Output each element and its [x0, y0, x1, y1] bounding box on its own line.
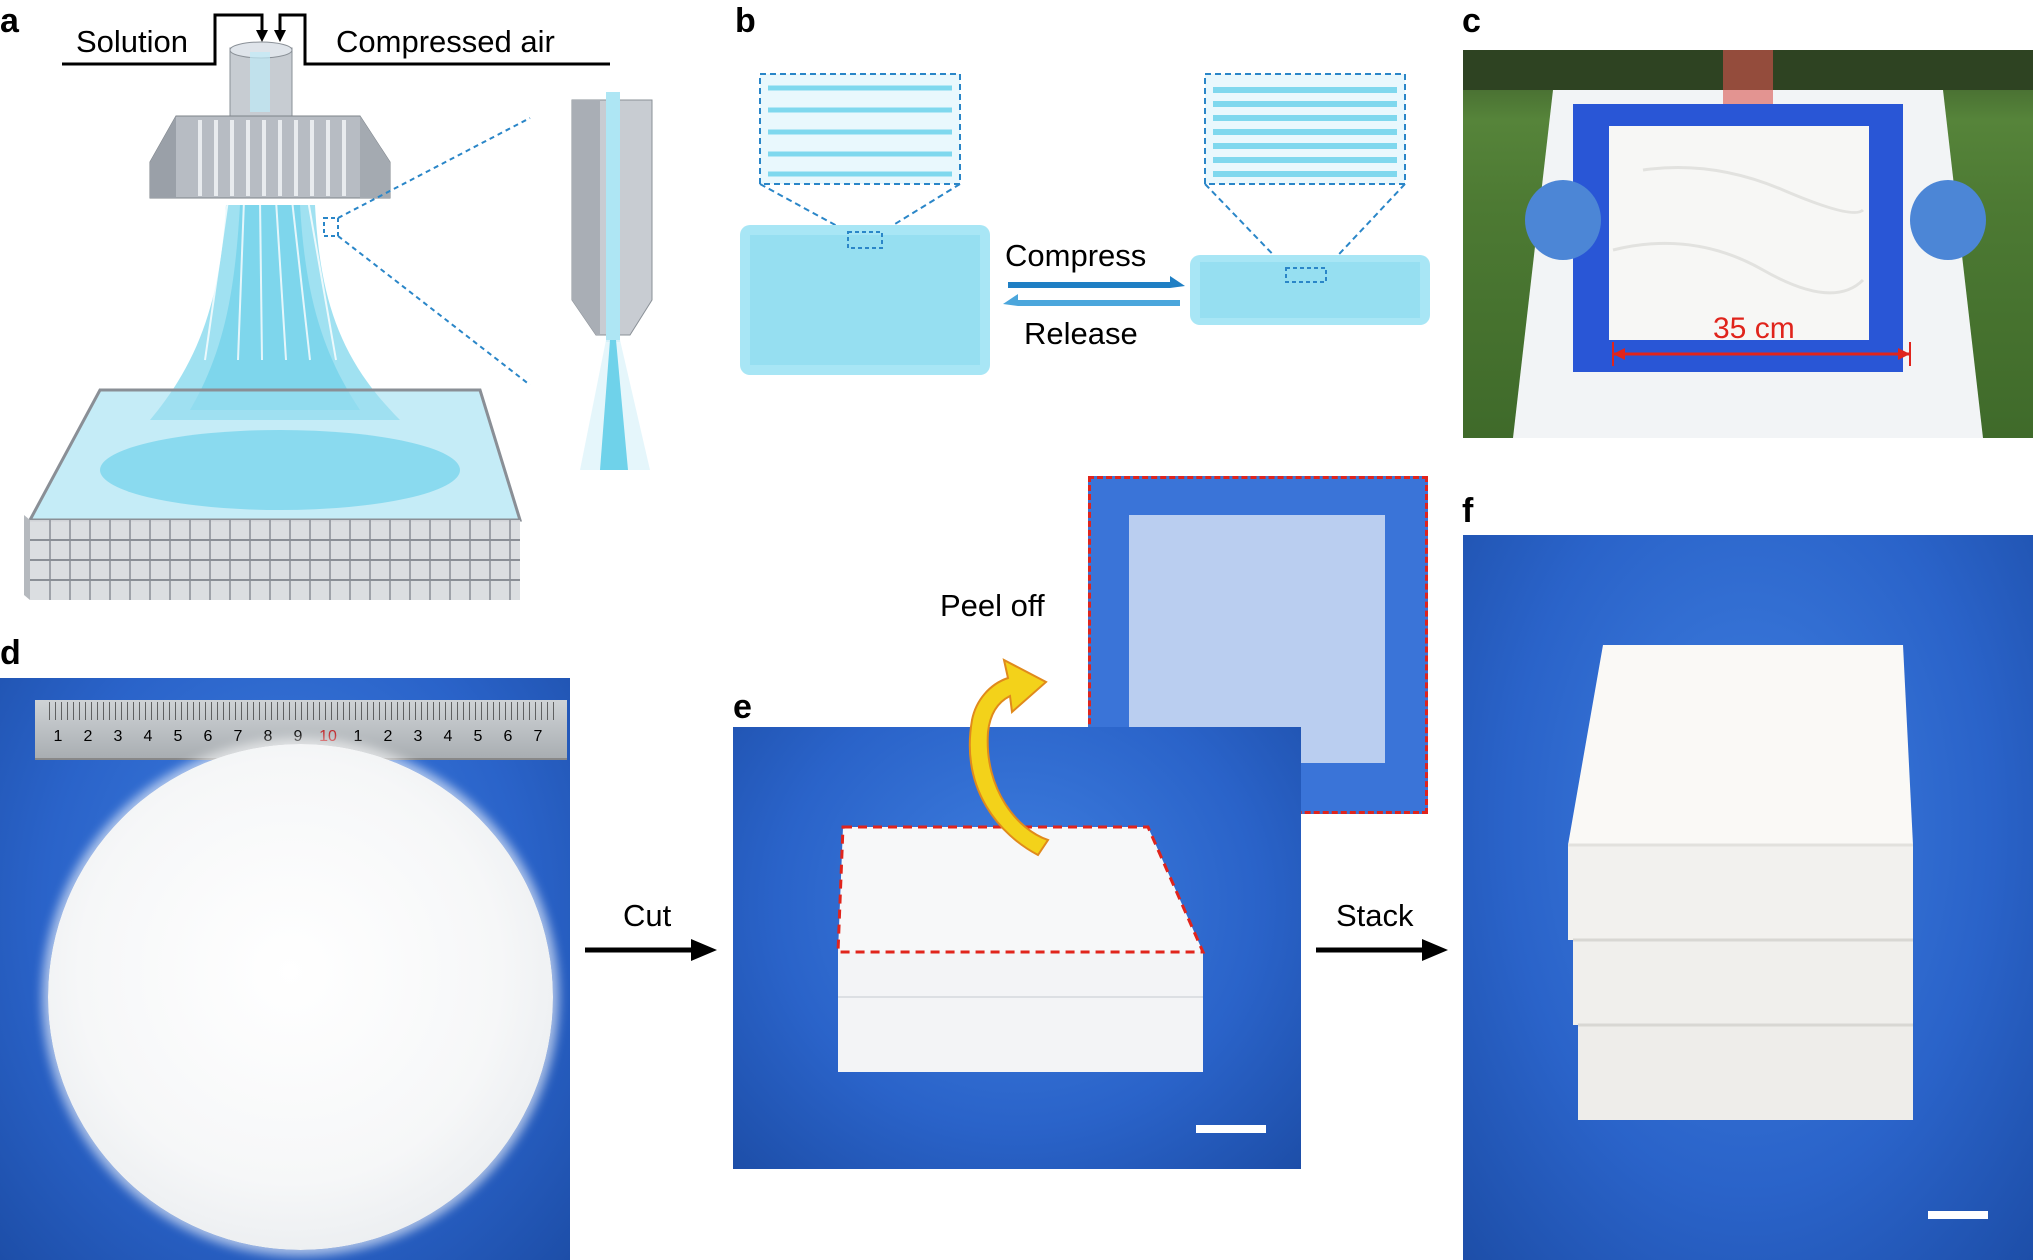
ruler-tick: 1	[53, 728, 63, 745]
ruler-tick: 4	[143, 728, 153, 745]
peeled-layer	[1129, 515, 1385, 763]
compress-label: Compress	[1005, 238, 1147, 273]
peel-arrow-icon	[968, 658, 1050, 857]
lab-coat-photo	[1463, 50, 2033, 438]
sponge-disk-photo: 1 2 3 4 5 6 7 8 9 10 1 2 3 4 5 6 7	[0, 678, 570, 1260]
solution-label: Solution	[76, 24, 189, 59]
ruler-tick: 3	[113, 728, 123, 745]
ruler-tick: 6	[503, 728, 513, 745]
ruler: 1 2 3 4 5 6 7 8 9 10 1 2 3 4 5 6 7	[35, 700, 567, 760]
panel-label-b: b	[735, 2, 756, 40]
compressed-air-label: Compressed air	[336, 24, 555, 59]
stack-label: Stack	[1336, 898, 1414, 933]
cut-arrow-icon	[585, 939, 717, 961]
sponge-disk	[48, 744, 553, 1250]
spinning-apparatus-diagram	[24, 13, 653, 600]
ruler-tick: 5	[473, 728, 483, 745]
panel-label-a: a	[0, 2, 19, 40]
stack-arrow-icon	[1316, 939, 1448, 961]
ruler-tick: 7	[233, 728, 243, 745]
stacked-blocks-photo	[1463, 535, 2033, 1260]
ruler-tick: 7	[533, 728, 543, 745]
ruler-tick: 2	[383, 728, 393, 745]
ruler-tick: 4	[443, 728, 453, 745]
ruler-tick: 9	[293, 728, 303, 745]
panel-label-c: c	[1462, 2, 1481, 40]
compression-diagram	[740, 73, 1430, 375]
peel-off-label: Peel off	[940, 588, 1045, 623]
panel-label-d: d	[0, 634, 21, 672]
cut-label: Cut	[623, 898, 672, 933]
panel-label-e: e	[733, 688, 752, 726]
ruler-tick: 1	[353, 728, 363, 745]
peeled-layer-photo	[1088, 476, 1428, 814]
ruler-tick: 6	[203, 728, 213, 745]
ruler-tick: 2	[83, 728, 93, 745]
ruler-tick: 3	[413, 728, 423, 745]
sponge-block-photo	[733, 727, 1301, 1169]
ruler-tick: 5	[173, 728, 183, 745]
size-label: 35 cm	[1713, 312, 1795, 345]
ruler-tick: 8	[263, 728, 273, 745]
release-label: Release	[1024, 316, 1138, 351]
panel-label-f: f	[1462, 492, 1474, 530]
ruler-tick: 10	[319, 728, 337, 745]
